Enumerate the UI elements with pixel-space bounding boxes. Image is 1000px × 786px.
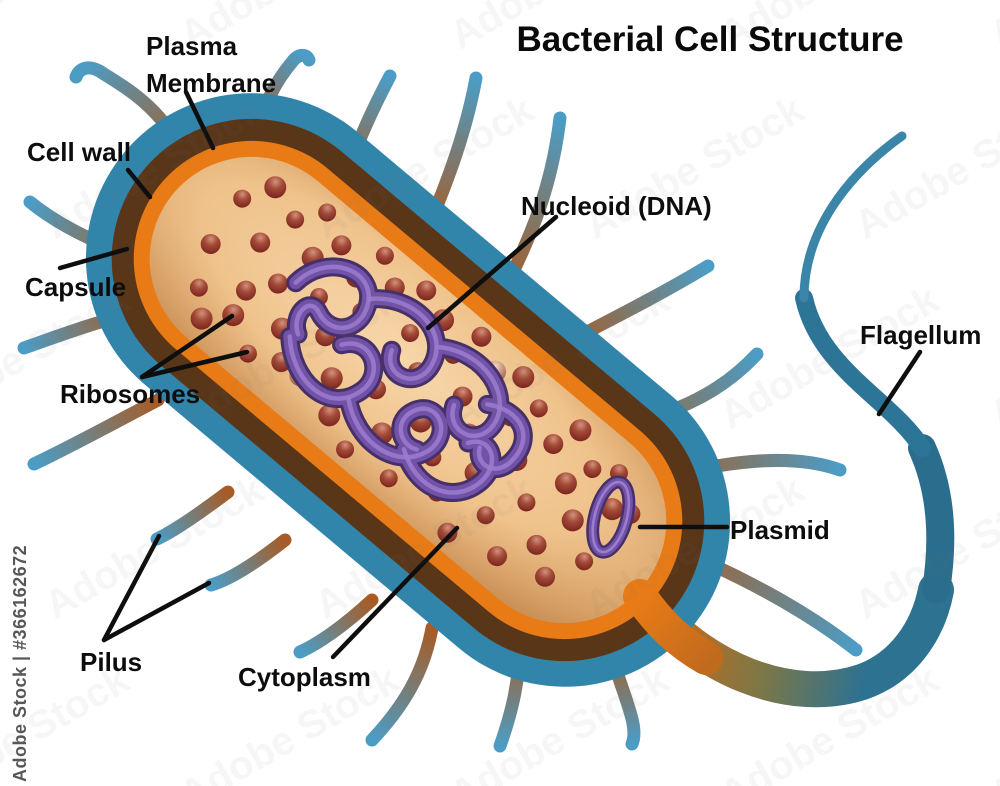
ribosome (286, 210, 305, 229)
leader-line-capsule (57, 246, 130, 271)
label-flagellum: Flagellum (860, 320, 982, 350)
ribosome (331, 235, 352, 256)
leader-line-pilus-1 (101, 533, 162, 643)
ribosome (200, 234, 221, 255)
ribosome (375, 246, 394, 265)
ribosome (235, 280, 256, 301)
ribosome (233, 189, 252, 208)
ribosome (190, 307, 213, 330)
label-pilus: Pilus (80, 647, 143, 677)
ribosome (471, 326, 492, 347)
nucleoid-strand (346, 396, 444, 460)
nucleoid-dna (280, 257, 533, 502)
leader-line-nucleoid (425, 214, 559, 331)
ribosome (535, 566, 556, 587)
leader-line-plasma-membrane (183, 89, 216, 151)
nucleoid-strand (401, 439, 495, 495)
leader-line-ribosomes-2 (139, 349, 250, 380)
flagellum-upper-arc (795, 289, 931, 457)
label-capsule: Capsule (25, 272, 127, 302)
cell-body (85, 93, 731, 687)
ribosome (336, 440, 355, 459)
label-plasmid: Plasmid (730, 515, 830, 545)
leader-line-cell-wall (125, 167, 153, 200)
watermark-tile: Adobe Stock (0, 0, 137, 58)
leader-line-cytoplasm (330, 525, 460, 660)
ribosome (512, 366, 535, 389)
ribosome (569, 419, 592, 442)
diagram-title: Bacterial Cell Structure (516, 20, 904, 59)
pilus (365, 621, 439, 747)
ribosome (517, 493, 536, 512)
flagellum-attachment (623, 579, 723, 675)
ribosome (318, 404, 341, 427)
pilus (204, 533, 292, 592)
pilus (150, 485, 235, 546)
ribosome (401, 324, 420, 343)
watermark-tile: Adobe Stock (983, 0, 1000, 58)
watermark-tile: Adobe Stock (983, 277, 1000, 438)
watermark-tile: Adobe Stock (983, 657, 1000, 786)
watermark-id: Adobe Stock | #366162672 (10, 545, 30, 782)
ribosome (318, 203, 337, 222)
watermark-tile: Adobe Stock (38, 467, 272, 628)
ribosome (543, 434, 564, 455)
nucleoid-strand (435, 344, 503, 439)
ribosome (561, 509, 584, 532)
label-cell-wall: Cell wall (27, 137, 132, 167)
ribosome (554, 472, 577, 495)
ribosome (583, 459, 602, 478)
ribosome (526, 534, 547, 555)
ribosome (189, 278, 208, 297)
plasmid-loop (591, 480, 631, 554)
ribosome (437, 522, 458, 543)
nucleoid-strand (476, 402, 526, 471)
label-nucleoid: Nucleoid (DNA) (521, 191, 712, 221)
flagellum-mid-arc (908, 434, 955, 604)
pilus (27, 393, 165, 471)
ribosome (268, 273, 289, 294)
plasmid (586, 475, 636, 559)
ribosome (529, 399, 548, 418)
cytoplasm-region (149, 156, 667, 624)
label-plasma-membrane-line1: Plasma (146, 31, 238, 61)
leader-line-flagellum (876, 349, 923, 417)
ribosome (487, 546, 508, 567)
label-plasma-membrane: Plasma Membrane (146, 28, 276, 102)
ribosome (575, 552, 594, 571)
ribosome (250, 232, 271, 253)
flagellum-tip (799, 131, 907, 303)
leader-line-pilus-2 (101, 580, 212, 643)
nucleoid-strand (287, 334, 376, 401)
leader-line-ribosomes-1 (139, 313, 235, 380)
ribosome (264, 176, 287, 199)
label-cytoplasm: Cytoplasm (238, 662, 371, 692)
nucleoid-strand (367, 296, 439, 381)
ribosome (379, 469, 398, 488)
ribosome (601, 498, 624, 521)
pilus (293, 593, 379, 659)
label-plasma-membrane-line2: Membrane (146, 67, 277, 98)
leader-lines (57, 89, 923, 660)
label-ribosomes: Ribosomes (60, 379, 201, 409)
ribosome (416, 280, 437, 301)
nucleoid-strand (293, 264, 371, 337)
ribosome (320, 367, 343, 390)
ribosome (476, 506, 495, 525)
